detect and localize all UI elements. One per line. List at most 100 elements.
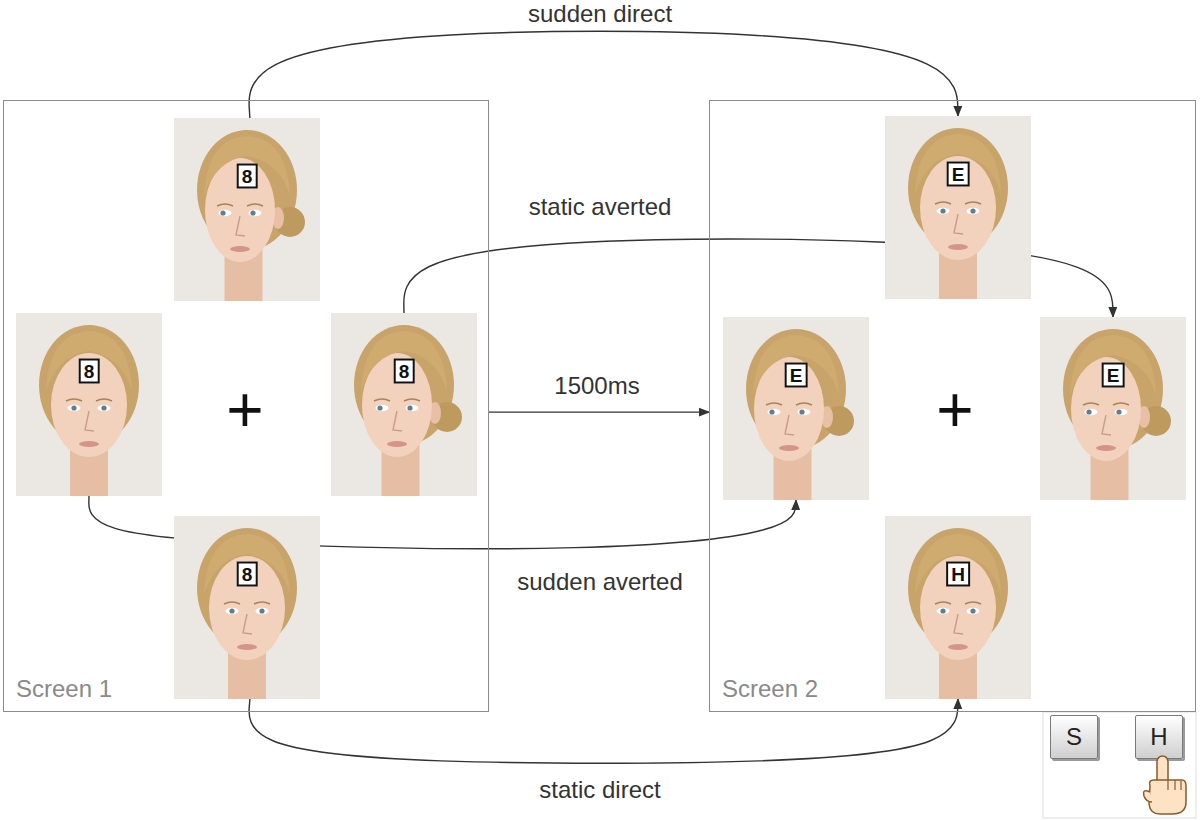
hair-fringe xyxy=(204,136,290,196)
photo-background xyxy=(174,516,320,699)
nose xyxy=(1102,415,1111,435)
edge-label: static direct xyxy=(535,777,664,803)
iris xyxy=(377,405,382,410)
target-letter: 8 xyxy=(84,361,95,382)
photo-background xyxy=(331,313,477,496)
iris xyxy=(220,210,225,215)
screen-frame: Screen 2 E E E H xyxy=(709,100,1196,712)
mouth xyxy=(1096,445,1116,451)
eyebrow xyxy=(965,602,981,604)
iris xyxy=(940,608,945,613)
hair-fringe xyxy=(46,331,132,391)
face-photo xyxy=(16,313,162,496)
screen-frame: Screen 18888 xyxy=(3,100,489,712)
face-stimulus: 8 xyxy=(16,313,162,496)
eye xyxy=(1085,409,1098,415)
iris xyxy=(250,210,255,215)
eye xyxy=(1115,409,1128,415)
screen-label: Screen 1 xyxy=(16,675,112,703)
face-stimulus: E xyxy=(723,317,869,500)
hair-fringe xyxy=(204,534,290,594)
face-stimulus: 8 xyxy=(174,516,320,699)
nose xyxy=(393,411,402,431)
iris xyxy=(970,608,975,613)
photo-background xyxy=(885,516,1031,699)
face-photo xyxy=(1040,317,1186,500)
mouth xyxy=(948,644,968,650)
iris xyxy=(229,608,234,613)
eye xyxy=(219,210,232,216)
fixation-cross: + xyxy=(936,378,973,442)
eyebrow xyxy=(935,202,951,204)
iris xyxy=(1116,409,1121,414)
eyebrow xyxy=(766,403,782,405)
letter-patch: 8 xyxy=(237,164,258,189)
target-letter: 8 xyxy=(242,166,253,187)
letter-patch: E xyxy=(947,162,970,187)
hair-fringe xyxy=(915,534,1001,594)
eyebrow xyxy=(217,204,233,206)
edge-label: sudden averted xyxy=(513,569,686,595)
mouth xyxy=(387,441,407,447)
target-letter: H xyxy=(951,564,965,585)
eyebrow xyxy=(965,202,981,204)
key-letter: H xyxy=(1150,723,1167,751)
face-stimulus: 8 xyxy=(174,118,320,301)
face-photo xyxy=(331,313,477,496)
eye xyxy=(967,608,980,614)
mouth xyxy=(237,644,257,650)
eye xyxy=(98,405,111,411)
eyebrow xyxy=(1083,403,1099,405)
hair-fringe xyxy=(1070,335,1156,395)
iris xyxy=(799,409,804,414)
mouth xyxy=(79,441,99,447)
photo-background xyxy=(1040,317,1186,500)
eyebrow xyxy=(935,602,951,604)
eye xyxy=(937,208,950,214)
face-photo xyxy=(723,317,869,500)
target-letter: E xyxy=(1107,365,1120,386)
face-photo xyxy=(174,118,320,301)
eyebrow xyxy=(96,399,112,401)
face-photo xyxy=(885,116,1031,299)
eyebrow xyxy=(224,602,240,604)
eye xyxy=(406,405,419,411)
key-panel xyxy=(1043,712,1196,818)
photo-background xyxy=(885,116,1031,299)
hair-fringe xyxy=(915,134,1001,194)
connector-arrow xyxy=(489,411,709,412)
eyebrow xyxy=(247,204,263,206)
eye xyxy=(256,608,269,614)
letter-patch: E xyxy=(1102,363,1125,388)
iris xyxy=(970,208,975,213)
letter-patch: 8 xyxy=(79,359,100,384)
face-skin xyxy=(51,353,127,457)
eye xyxy=(967,208,980,214)
face-stimulus: E xyxy=(1040,317,1186,500)
screen-label: Screen 2 xyxy=(722,675,818,703)
eyebrow xyxy=(374,399,390,401)
iris xyxy=(940,208,945,213)
iris xyxy=(71,405,76,410)
nose xyxy=(954,214,963,234)
hair-fringe xyxy=(361,331,447,391)
photo-background xyxy=(16,313,162,496)
iris xyxy=(259,608,264,613)
iris xyxy=(1086,409,1091,414)
eye xyxy=(376,405,389,411)
pointing-hand xyxy=(1144,756,1186,814)
eye xyxy=(768,409,781,415)
eyebrow xyxy=(254,602,270,604)
face-skin xyxy=(920,156,996,260)
letter-patch: 8 xyxy=(237,562,258,587)
edge-label: sudden direct xyxy=(524,1,676,27)
mouth xyxy=(230,246,250,252)
face-photo xyxy=(885,516,1031,699)
nose xyxy=(236,216,245,236)
eyebrow xyxy=(1113,403,1129,405)
photo-background xyxy=(723,317,869,500)
target-letter: E xyxy=(952,164,965,185)
eyebrow xyxy=(404,399,420,401)
face-stimulus: E xyxy=(885,116,1031,299)
